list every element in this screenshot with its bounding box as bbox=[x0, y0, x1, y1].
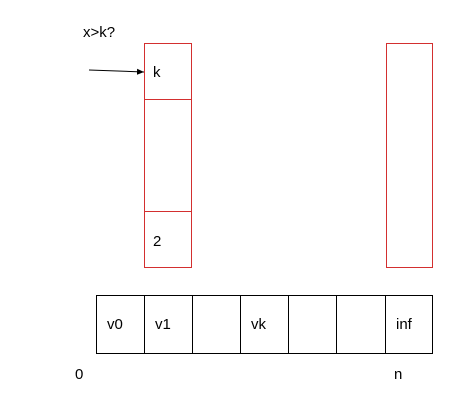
stack-divider-top bbox=[144, 99, 192, 100]
array-cell-6: inf bbox=[385, 295, 433, 354]
index-end-label: n bbox=[394, 366, 403, 383]
array-cell-label: inf bbox=[396, 316, 412, 333]
array-cell-1: v1 bbox=[144, 295, 193, 354]
array-cell-3: vk bbox=[240, 295, 289, 354]
array-cell-2 bbox=[192, 295, 241, 354]
stack-top-label: k bbox=[153, 64, 161, 81]
array-cell-label: v1 bbox=[155, 316, 171, 333]
array-cell-0: v0 bbox=[96, 295, 145, 354]
right-column bbox=[386, 43, 433, 268]
array-cell-4 bbox=[288, 295, 337, 354]
stack-bottom-label: 2 bbox=[153, 233, 162, 250]
array-cell-label: vk bbox=[251, 316, 266, 333]
stack-divider-bottom bbox=[144, 211, 192, 212]
question-label: x>k? bbox=[83, 24, 116, 41]
stack-column bbox=[144, 43, 192, 268]
array-cell-label: v0 bbox=[107, 316, 123, 333]
array-cell-5 bbox=[336, 295, 386, 354]
index-start-label: 0 bbox=[75, 366, 84, 383]
